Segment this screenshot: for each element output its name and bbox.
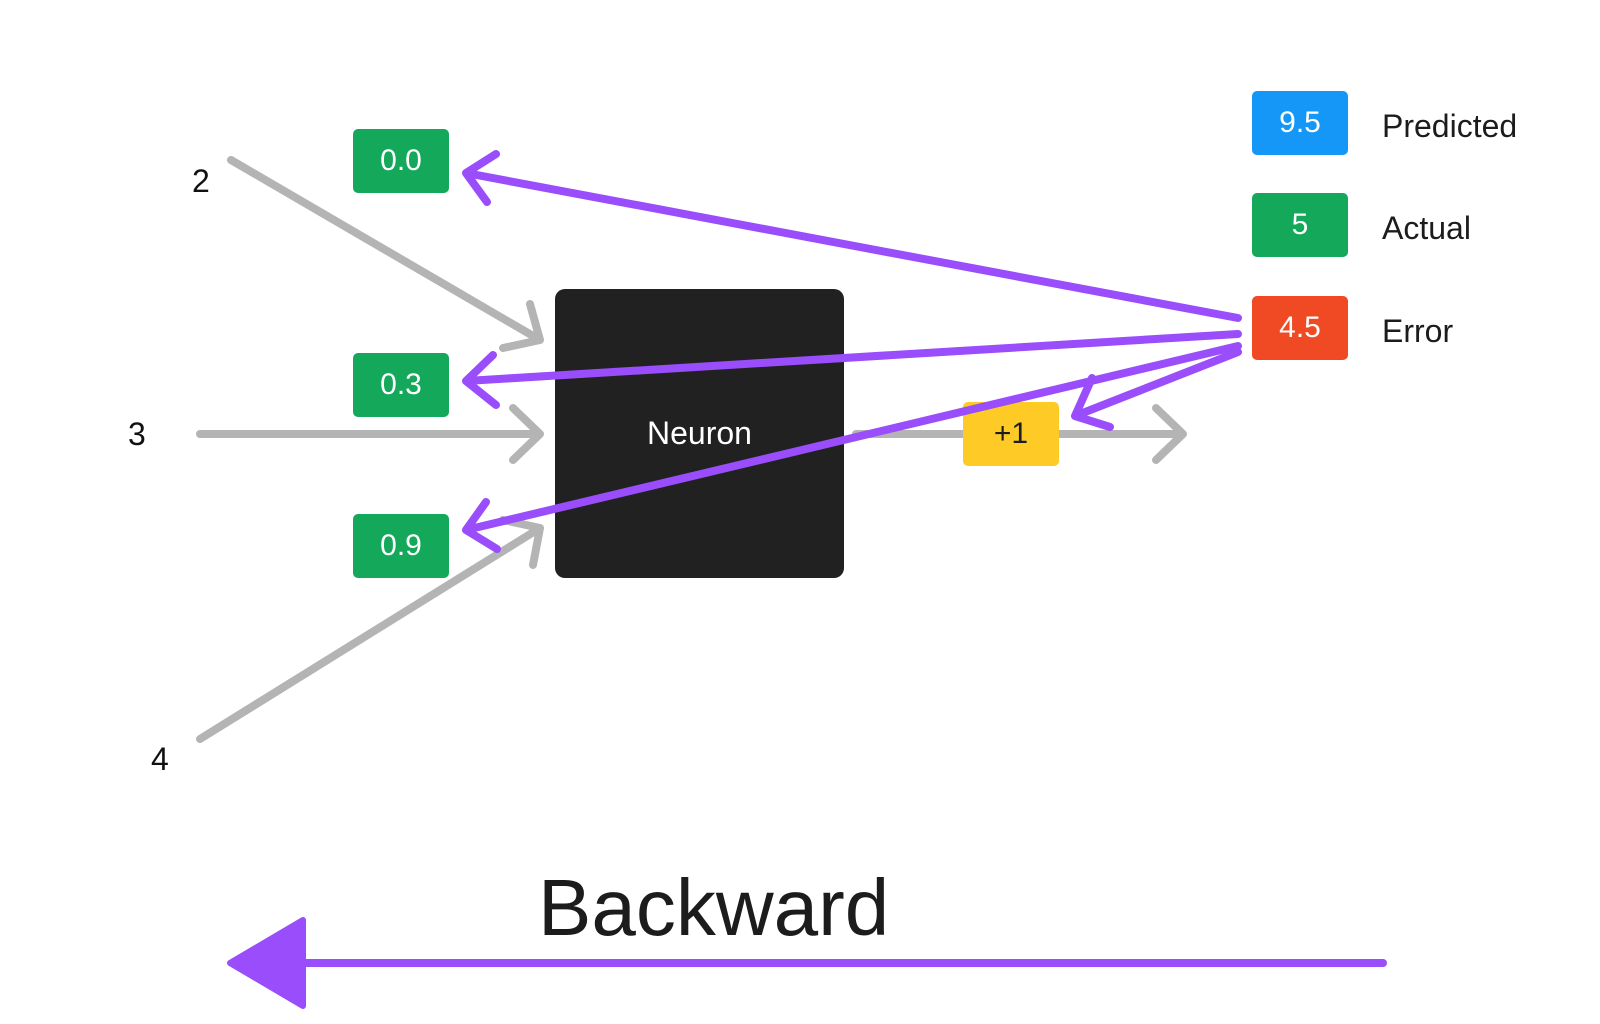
error-value: 4.5: [1279, 311, 1321, 344]
neuron-label: Neuron: [647, 415, 752, 451]
weight-value-1: 0.0: [380, 144, 422, 177]
backprop-arrow-weight-2: [462, 330, 1242, 409]
actual-value: 5: [1291, 208, 1309, 241]
predicted-label: Predicted: [1382, 108, 1518, 144]
backprop-arrow-weight-1: [462, 150, 1242, 322]
error-box: 4.5: [1252, 296, 1348, 360]
backward-direction-head: [227, 917, 306, 1009]
weight-box-2: 0.3: [353, 353, 449, 417]
backprop-arrow-weight-3: [462, 342, 1242, 553]
bias-box: +1: [963, 402, 1059, 466]
actual-box: 5: [1252, 193, 1348, 257]
backward-title: Backward: [538, 863, 890, 952]
actual-label: Actual: [1382, 210, 1471, 246]
forward-arrow-input-3: [196, 516, 544, 743]
weight-value-2: 0.3: [380, 368, 422, 401]
input-value-1: 2: [192, 163, 210, 199]
bias-label: +1: [993, 417, 1029, 450]
input-value-3: 4: [151, 741, 169, 777]
forward-arrow-input-1: [227, 156, 544, 352]
weight-box-1: 0.0: [353, 129, 449, 193]
input-value-2: 3: [128, 416, 146, 452]
forward-arrow-input-2: [196, 404, 544, 464]
weight-box-3: 0.9: [353, 514, 449, 578]
predicted-value: 9.5: [1279, 106, 1321, 139]
error-label: Error: [1382, 313, 1454, 349]
weight-value-3: 0.9: [380, 529, 422, 562]
predicted-box: 9.5: [1252, 91, 1348, 155]
neuron-block: Neuron: [555, 289, 844, 578]
backprop-arrow-bias: [1071, 348, 1242, 431]
